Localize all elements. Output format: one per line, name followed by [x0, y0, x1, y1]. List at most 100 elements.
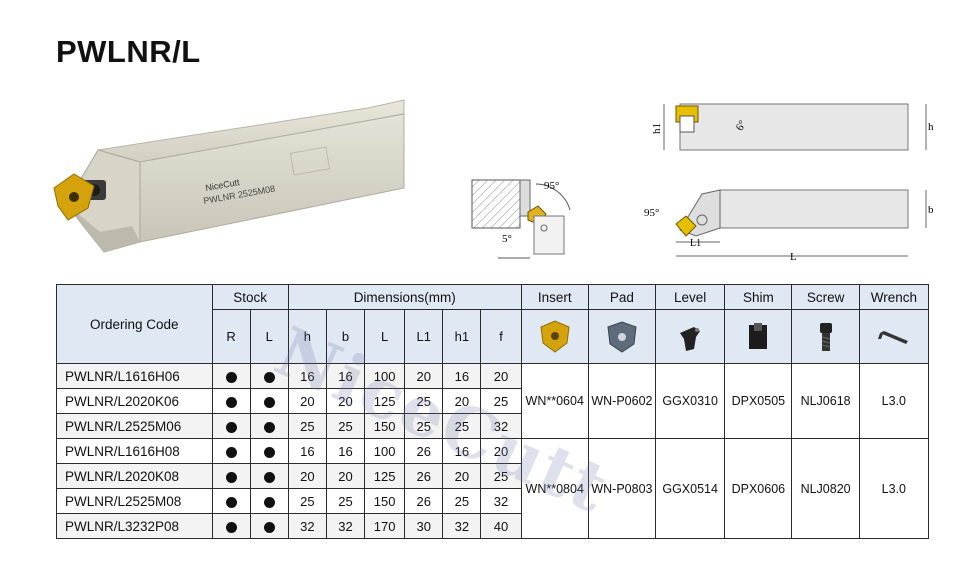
insert-value: WN**0604 — [520, 363, 589, 439]
table-row: PWLNR/L2020K08 20 20 125 26 20 25 — [56, 463, 929, 489]
dim-l1: 30 — [404, 513, 444, 539]
approach-angle-label: 95° — [544, 180, 559, 192]
dim-b: 32 — [325, 513, 366, 539]
table-row: PWLNR/L2525M06 25 25 150 25 25 32 — [56, 413, 929, 439]
dim-h: 20 — [287, 388, 327, 414]
stock-r-dot — [211, 488, 251, 514]
cutting-angle-diagram: 95° 5° — [471, 179, 571, 259]
h-label: h — [928, 121, 934, 133]
dim-l: 125 — [364, 463, 406, 489]
dim-l1: 25 — [404, 388, 444, 414]
level-value: GGX0310 — [655, 363, 726, 439]
dim-h1: 20 — [442, 463, 482, 489]
screw-icon — [791, 309, 860, 364]
screw-value: NLJ0820 — [791, 438, 860, 539]
insert-value: WN**0804 — [520, 438, 589, 539]
dim-b: 16 — [325, 438, 366, 464]
dim-h1: 16 — [442, 438, 482, 464]
dim-h1: 25 — [442, 413, 482, 439]
stock-r-dot — [211, 438, 251, 464]
dim-f: 32 — [480, 488, 522, 514]
dim-l1: 26 — [404, 463, 444, 489]
dim-l1: 26 — [404, 488, 444, 514]
stock-r-dot — [211, 463, 251, 489]
dim-b: 20 — [325, 463, 366, 489]
dim-f: 40 — [480, 513, 522, 539]
dim-f: 25 — [480, 388, 522, 414]
stock-r-dot — [211, 413, 251, 439]
side-angle-label: 95° — [644, 207, 659, 219]
stock-l-dot — [249, 388, 289, 414]
ordering-code: PWLNR/L3232P08 — [56, 513, 213, 539]
dim-f: 25 — [480, 463, 522, 489]
dim-h: 16 — [287, 363, 327, 389]
screw-value: NLJ0618 — [791, 363, 860, 439]
insert-icon — [520, 309, 589, 364]
stock-l-dot — [249, 463, 289, 489]
stock-l-dot — [249, 438, 289, 464]
stock-l-dot — [249, 488, 289, 514]
header-dimensions: Dimensions(mm) — [287, 284, 522, 310]
dim-b: 25 — [325, 488, 366, 514]
dimension-drawing: h1 h 6° 95° b L1 L — [644, 103, 934, 263]
shim-value: DPX0505 — [724, 363, 793, 439]
header-insert: Insert — [520, 284, 589, 310]
dim-l: 150 — [364, 488, 406, 514]
header-level: Level — [655, 284, 726, 310]
dim-b: 16 — [325, 363, 366, 389]
dim-h: 20 — [287, 463, 327, 489]
wrench-value: L3.0 — [858, 438, 930, 539]
header-shim: Shim — [724, 284, 793, 310]
table-row: PWLNR/L3232P08 32 32 170 30 32 40 — [56, 513, 929, 539]
dim-l: 150 — [364, 413, 406, 439]
header-stock-r: R — [211, 309, 251, 364]
table-row: PWLNR/L2525M08 25 25 150 26 25 32 — [56, 488, 929, 514]
dim-f: 32 — [480, 413, 522, 439]
stock-l-dot — [249, 363, 289, 389]
spec-table: Ordering Code Stock Dimensions(mm) Inser… — [56, 284, 930, 539]
dim-b: 20 — [325, 388, 366, 414]
b-label: b — [928, 204, 934, 216]
dim-f: 20 — [480, 363, 522, 389]
dim-l: 100 — [364, 363, 406, 389]
tool-holder-photo: NiceCutt PWLNR 2525M08 — [53, 99, 405, 253]
dim-l1: 25 — [404, 413, 444, 439]
stock-r-dot — [211, 388, 251, 414]
header-dim-b: b — [325, 309, 366, 364]
header-dim-f: f — [480, 309, 522, 364]
header-wrench: Wrench — [858, 284, 930, 310]
dim-l: 100 — [364, 438, 406, 464]
header-dim-h: h — [287, 309, 327, 364]
pad-icon — [587, 309, 657, 364]
lever-icon — [655, 309, 726, 364]
l1-label: L1 — [690, 238, 701, 249]
h1-label: h1 — [651, 123, 663, 134]
ordering-code: PWLNR/L1616H06 — [56, 363, 213, 389]
wrench-icon — [858, 309, 930, 364]
dim-h: 16 — [287, 438, 327, 464]
shim-icon — [724, 309, 793, 364]
header-stock-l: L — [249, 309, 289, 364]
header-stock: Stock — [211, 284, 289, 310]
dim-l: 125 — [364, 388, 406, 414]
ordering-code: PWLNR/L2525M06 — [56, 413, 213, 439]
level-value: GGX0514 — [655, 438, 726, 539]
header-dim-h1: h1 — [442, 309, 482, 364]
header-dim-l1: L1 — [404, 309, 444, 364]
header-ordering-code: Ordering Code — [56, 284, 213, 364]
shim-value: DPX0606 — [724, 438, 793, 539]
pad-value: WN-P0803 — [587, 438, 657, 539]
stock-l-dot — [249, 513, 289, 539]
ordering-code: PWLNR/L2020K06 — [56, 388, 213, 414]
table-row: PWLNR/L2020K06 20 20 125 25 20 25 — [56, 388, 929, 414]
dim-h: 25 — [287, 413, 327, 439]
dim-h1: 16 — [442, 363, 482, 389]
stock-r-dot — [211, 363, 251, 389]
page-title: PWLNR/L — [56, 34, 201, 69]
table-row: PWLNR/L1616H06 16 16 100 20 16 20 WN**06… — [56, 363, 930, 439]
ordering-code: PWLNR/L1616H08 — [56, 438, 213, 464]
ordering-code: PWLNR/L2020K08 — [56, 463, 213, 489]
dim-h1: 25 — [442, 488, 482, 514]
dim-h: 25 — [287, 488, 327, 514]
stock-r-dot — [211, 513, 251, 539]
